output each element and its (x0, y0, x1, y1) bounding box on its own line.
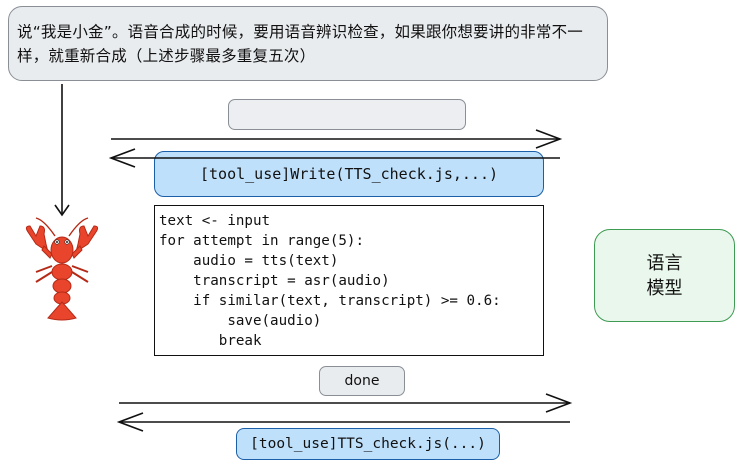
code-line-2: for attempt in range(5): (159, 233, 364, 249)
prompt-line-1: 说“我是小金”。语音合成的时候，要用语音辨识检查，如果跟你想要讲的非常不一 (17, 23, 583, 41)
empty-response-box (228, 99, 466, 130)
tts-tool-call-box: [tool_use]TTS_check.js(...) (236, 428, 500, 460)
language-model-box: 语言 模型 (594, 229, 735, 322)
down-arrow (54, 84, 70, 217)
arrow-left-bottom (116, 412, 570, 432)
arrow-right-top (111, 129, 563, 149)
prompt-line-2: 样，就重新合成（上述步骤最多重复五次） (17, 47, 316, 65)
user-prompt-box: 说“我是小金”。语音合成的时候，要用语音辨识检查，如果跟你想要讲的非常不一 样，… (8, 6, 608, 81)
lobster-icon (25, 217, 99, 321)
arrow-right-bottom (119, 393, 573, 413)
done-box: done (319, 366, 405, 396)
code-line-4: transcript = asr(audio) (159, 273, 390, 289)
code-line-5: if similar(text, transcript) >= 0.6: (159, 293, 501, 309)
code-block: text <- input for attempt in range(5): a… (154, 205, 544, 356)
code-line-1: text <- input (159, 213, 271, 229)
code-line-6: save(audio) (159, 313, 322, 329)
code-line-7: break (159, 333, 262, 349)
language-model-label-1: 语言 (646, 252, 683, 274)
tts-tool-call-label: [tool_use]TTS_check.js(...) (250, 436, 486, 452)
write-tool-call-label: [tool_use]Write(TTS_check.js,...) (199, 165, 498, 183)
arrow-left-top (108, 148, 560, 168)
done-label: done (344, 373, 380, 389)
language-model-label-2: 模型 (646, 277, 683, 299)
code-line-3: audio = tts(text) (159, 253, 339, 269)
